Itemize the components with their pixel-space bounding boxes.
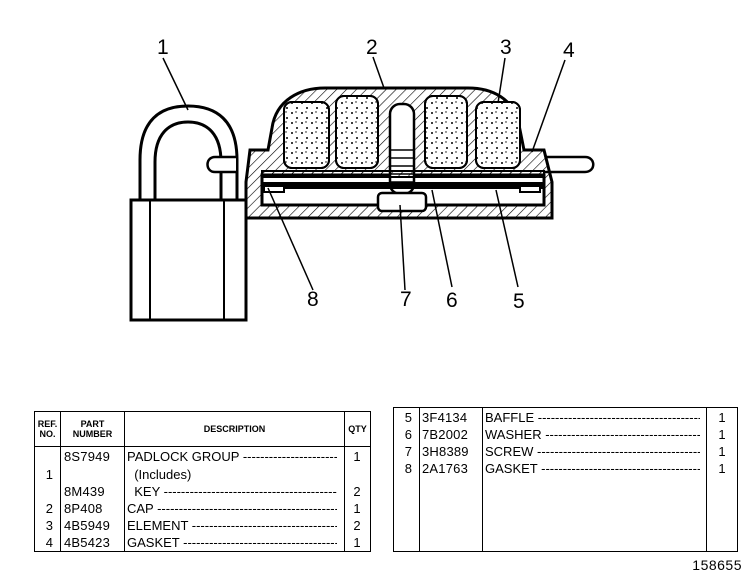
callout-7: 7	[400, 288, 412, 311]
parts-table-right: 5 3F4134 BAFFLE ------------------------…	[393, 407, 738, 552]
column-divider	[706, 408, 707, 551]
padlock-shackle	[138, 104, 239, 205]
description: WASHER ---------------------------------…	[485, 427, 700, 442]
description: CAP ------------------------------------…	[127, 501, 337, 516]
header-desc-label: DESCRIPTION	[203, 424, 266, 434]
callout-6: 6	[446, 289, 458, 312]
padlock-breather-drawing: 1 2 3 4 5 6 7 8	[129, 36, 595, 322]
part-number: 8M439	[64, 484, 105, 499]
quantity: 1	[718, 444, 726, 459]
quantity: 1	[353, 535, 361, 550]
ref-number: 4	[45, 535, 53, 550]
ref-number: 6	[404, 427, 412, 442]
quantity: 1	[718, 427, 726, 442]
drawing-number: 158655	[692, 557, 742, 573]
part-number: 8P408	[64, 501, 103, 516]
part-number: 2A1763	[422, 461, 469, 476]
header-ref: REF. NO.	[35, 412, 61, 446]
callout-8: 8	[307, 288, 319, 311]
quantity: 1	[718, 410, 726, 425]
quantity: 1	[718, 461, 726, 476]
ref-number: 7	[404, 444, 412, 459]
ref-number: 3	[45, 518, 53, 533]
description: BAFFLE ---------------------------------…	[485, 410, 700, 425]
leader-lines	[162, 56, 566, 291]
header-qty: QTY	[345, 412, 370, 446]
description: GASKET ---------------------------------…	[127, 535, 337, 550]
quantity: 1	[353, 501, 361, 516]
header-ref-label: REF. NO.	[37, 419, 58, 439]
description: ELEMENT --------------------------------…	[127, 518, 337, 533]
callout-2: 2	[366, 36, 378, 59]
column-divider	[344, 412, 345, 551]
description: GASKET ---------------------------------…	[485, 461, 700, 476]
padlock-body	[129, 198, 248, 322]
callouts: 1 2 3 4 5 6 7 8	[157, 36, 575, 313]
header-part-label: PART NUMBER	[72, 419, 113, 439]
callout-3: 3	[500, 36, 512, 59]
part-number: 7B2002	[422, 427, 469, 442]
ref-number: 2	[45, 501, 53, 516]
part-number: 3H8389	[422, 444, 469, 459]
callout-4: 4	[563, 39, 575, 62]
description: KEY ------------------------------------…	[134, 484, 337, 499]
breather-rod	[206, 155, 595, 174]
description: PADLOCK GROUP --------------------------…	[127, 449, 337, 464]
quantity: 2	[353, 484, 361, 499]
part-number: 3F4134	[422, 410, 468, 425]
quantity: 1	[353, 449, 361, 464]
column-divider	[124, 412, 125, 551]
baffle-washer-gasket	[261, 170, 545, 193]
header-divider	[35, 446, 370, 447]
callout-5: 5	[513, 290, 525, 313]
quantity: 2	[353, 518, 361, 533]
filter-elements	[283, 95, 521, 169]
part-number: 8S7949	[64, 449, 111, 464]
header-part: PART NUMBER	[61, 412, 125, 446]
part-number: 4B5949	[64, 518, 111, 533]
part-number: 4B5423	[64, 535, 111, 550]
ref-number: 5	[404, 410, 412, 425]
column-divider	[60, 412, 61, 551]
parts-table-left: REF. NO. PART NUMBER DESCRIPTION QTY 8S7…	[34, 411, 371, 552]
description: SCREW ----------------------------------…	[485, 444, 700, 459]
column-divider	[482, 408, 483, 551]
header-qty-label: QTY	[348, 424, 367, 434]
column-divider	[419, 408, 420, 551]
callout-1: 1	[157, 36, 169, 59]
ref-number: 1	[45, 467, 53, 482]
ref-number: 8	[404, 461, 412, 476]
description: (Includes)	[127, 467, 192, 482]
header-desc: DESCRIPTION	[125, 412, 345, 446]
